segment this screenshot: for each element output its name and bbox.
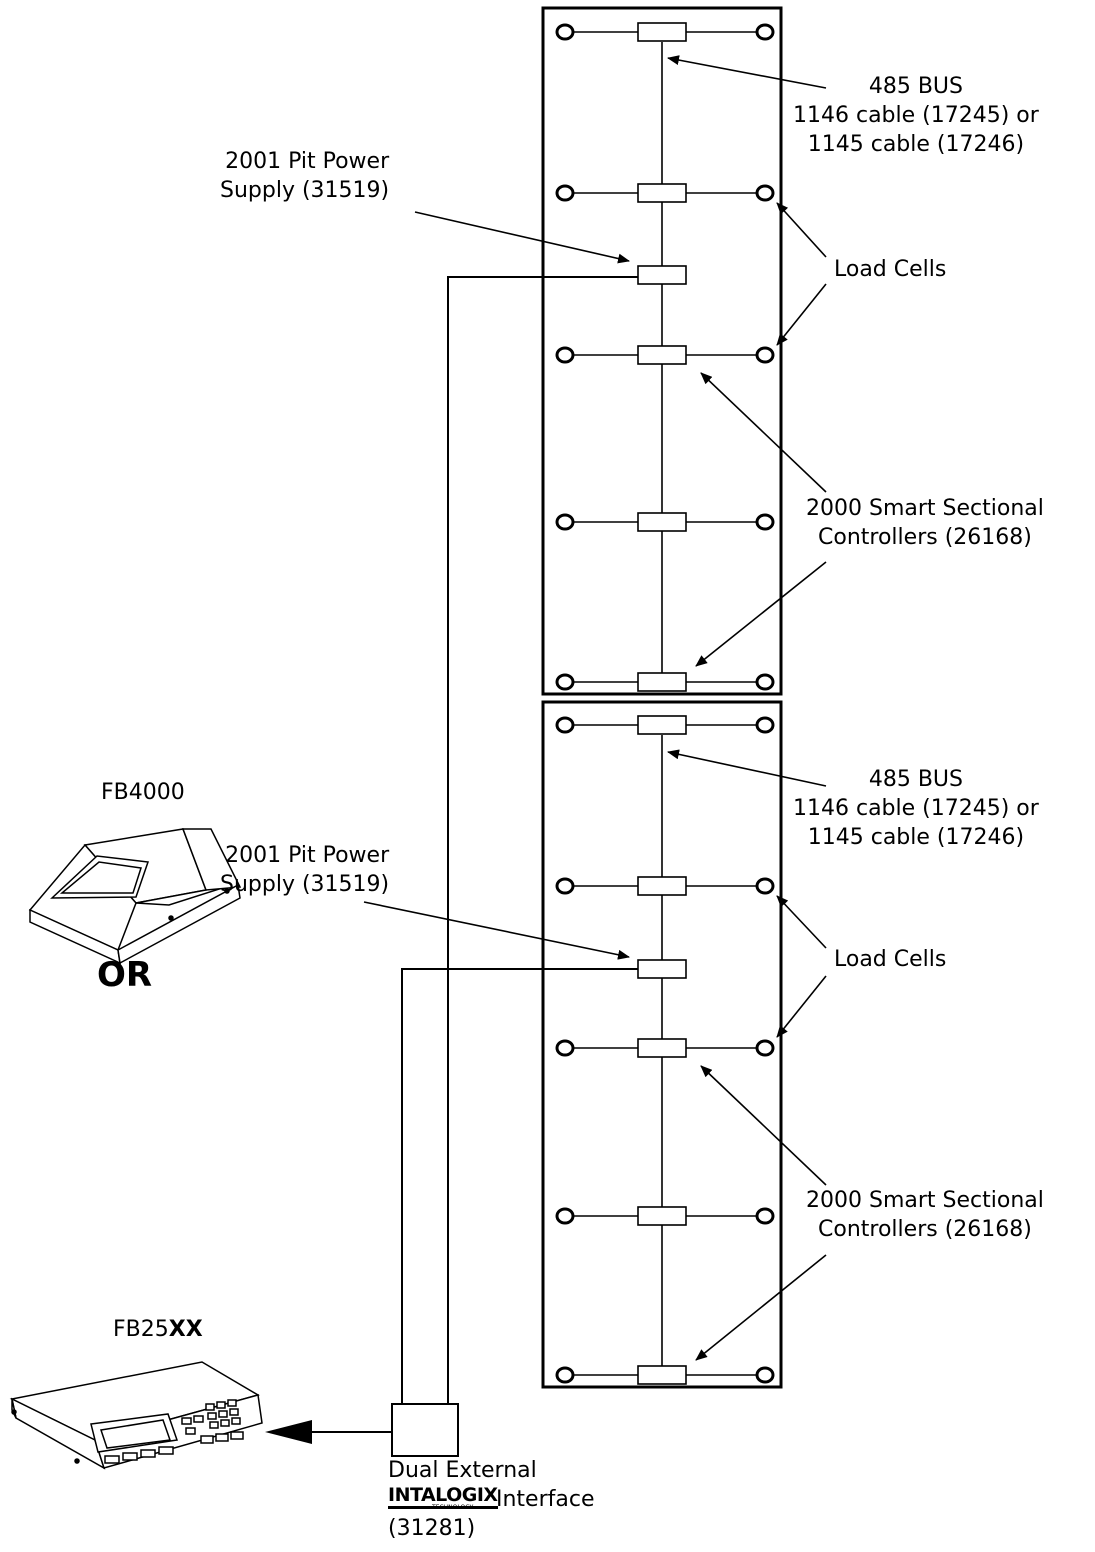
controller-module [637, 345, 687, 365]
load-cell-row [555, 183, 775, 203]
power-supply-pointer-arrow [414, 211, 630, 264]
controllers-label: 2000 Smart Sectional Controllers (26168) [806, 496, 1044, 550]
power-supply-label: 2001 Pit Power Supply (31519) [220, 149, 390, 203]
load-cell-icon [555, 23, 575, 41]
controller-module [637, 715, 687, 735]
load-cell-icon [555, 1039, 575, 1057]
load-cell-icon [755, 877, 775, 895]
load-cell-icon [555, 513, 575, 531]
load-cell-icon [555, 877, 575, 895]
load-cells-label: Load Cells [834, 947, 947, 972]
load-cell-icon [755, 673, 775, 691]
load-cell-row [555, 715, 775, 735]
load-cell-icon [555, 716, 575, 734]
fb25xx-indicator-drawing [9, 1361, 263, 1470]
bus-pointer-arrow [667, 55, 827, 89]
cable-bottom-section [401, 968, 638, 1404]
controller-module [637, 1038, 687, 1058]
load-cell-icon [755, 1366, 775, 1384]
interface-label: Dual External INTALOGIX TECHNOLOGY Inter… [388, 1458, 595, 1541]
power-supply-module [637, 959, 687, 979]
load-cell-icon [755, 23, 775, 41]
load-cell-pointer-arrow [776, 895, 827, 949]
indicator-arrow-icon [265, 1420, 312, 1444]
load-cell-icon [555, 346, 575, 364]
load-cell-pointer-arrow [776, 202, 827, 258]
fb4000-label: FB4000 [101, 780, 185, 805]
power-supply-pointer-arrow [363, 901, 630, 960]
bus-label: 485 BUS 1146 cable (17245) or 1145 cable… [793, 74, 1039, 157]
controller-module [637, 183, 687, 203]
controller-module [637, 22, 687, 42]
load-cell-icon [555, 1207, 575, 1225]
load-cell-row [555, 876, 775, 896]
load-cell-icon [555, 1366, 575, 1384]
load-cell-pointer-arrow [776, 975, 827, 1038]
load-cell-icon [755, 1039, 775, 1057]
controller-pointer-arrow [695, 561, 827, 667]
load-cell-icon [555, 184, 575, 202]
interface-box [391, 1403, 459, 1457]
power-supply-label: 2001 Pit Power Supply (31519) [220, 843, 390, 897]
load-cell-row [555, 512, 775, 532]
load-cell-icon [755, 716, 775, 734]
load-cell-row [555, 345, 775, 365]
load-cell-icon [555, 673, 575, 691]
bus-pointer-arrow [667, 749, 827, 787]
load-cell-row [555, 22, 775, 42]
load-cell-row [555, 672, 775, 692]
controller-pointer-arrow [695, 1254, 827, 1361]
controller-module [637, 1365, 687, 1385]
load-cell-icon [755, 1207, 775, 1225]
load-cell-icon [755, 513, 775, 531]
controller-module [637, 512, 687, 532]
power-supply-module [637, 265, 687, 285]
load-cell-icon [755, 346, 775, 364]
load-cell-row [555, 1365, 775, 1385]
controller-module [637, 876, 687, 896]
controller-module [637, 672, 687, 692]
scale-section-bottom [363, 700, 827, 1389]
or-label: OR [97, 955, 153, 995]
load-cell-row [555, 1038, 775, 1058]
scale-section-top [414, 6, 827, 696]
load-cells-label: Load Cells [834, 257, 947, 282]
fb4000-indicator-drawing [28, 828, 242, 965]
controller-pointer-arrow [700, 1065, 827, 1186]
load-cell-icon [755, 184, 775, 202]
scale-frame [541, 6, 783, 696]
scale-frame [541, 700, 783, 1389]
intalogix-logo: INTALOGIX TECHNOLOGY [388, 1484, 498, 1511]
load-cell-pointer-arrow [776, 283, 827, 346]
load-cell-row [555, 1206, 775, 1226]
fb25xx-label: FB25XX [113, 1317, 203, 1342]
controllers-label: 2000 Smart Sectional Controllers (26168) [806, 1188, 1044, 1242]
controller-module [637, 1206, 687, 1226]
cable-top-section [447, 276, 638, 1404]
bus-label: 485 BUS 1146 cable (17245) or 1145 cable… [793, 767, 1039, 850]
controller-pointer-arrow [700, 372, 827, 493]
